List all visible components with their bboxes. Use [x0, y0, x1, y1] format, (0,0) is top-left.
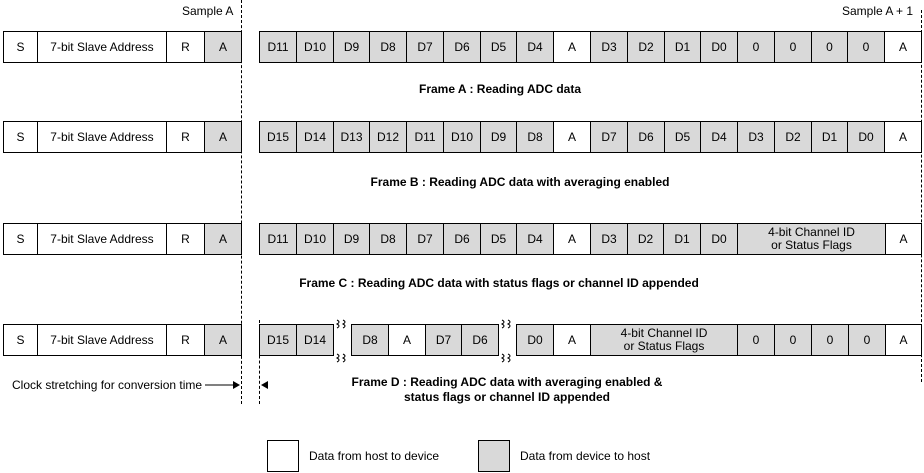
frame-a-field: D7: [406, 31, 444, 63]
break-mark: [500, 353, 505, 363]
left-arrow-head: [261, 381, 268, 389]
frame-d-field: 7-bit Slave Address: [37, 324, 167, 356]
frame-b-field: D5: [664, 121, 701, 153]
frame-a-field: D1: [664, 31, 701, 63]
frame-b-field: D2: [774, 121, 812, 153]
frame-d-field: A: [204, 324, 242, 356]
frame-b-field: D1: [811, 121, 848, 153]
frame-d-field: A: [885, 324, 922, 356]
frame-a-field: D6: [443, 31, 481, 63]
frame-a-field: A: [553, 31, 591, 63]
break-mark: [341, 353, 346, 363]
break-mark: [506, 319, 511, 329]
frame-b-field: D0: [847, 121, 885, 153]
legend-device-label: Data from device to host: [520, 449, 651, 463]
frame-c-field: D5: [480, 223, 517, 255]
frame-b-field: D12: [369, 121, 407, 153]
frame-d-field: 0: [811, 324, 849, 356]
frame-d-field: R: [166, 324, 205, 356]
frame-c-field: 7-bit Slave Address: [37, 223, 167, 255]
frame-b-field: D9: [480, 121, 517, 153]
break-mark: [506, 353, 511, 363]
frame-d-field: 0: [774, 324, 812, 356]
frame-a-field: 0: [811, 31, 848, 63]
frame-c-field: A: [553, 223, 591, 255]
frame-c-field: D4: [516, 223, 554, 255]
frame-b-field: D7: [590, 121, 628, 153]
frame-d-field: D6: [461, 324, 499, 356]
frame-a-field: D8: [369, 31, 407, 63]
frame-a-field: D10: [296, 31, 334, 63]
frame-b-field: A: [204, 121, 242, 153]
data-start-line: [259, 320, 260, 404]
frame-c-caption-text: Frame C : Reading ADC data with status f…: [299, 276, 699, 290]
break-mark: [341, 319, 346, 329]
frame-a-field: D11: [259, 31, 297, 63]
frame-c-field: D0: [700, 223, 738, 255]
frame-c-caption: Frame C : Reading ADC data with status f…: [0, 276, 924, 290]
frame-a-caption-text: Frame A : Reading ADC data: [418, 82, 582, 96]
frame-a-field: D4: [516, 31, 554, 63]
frame-b-field: S: [3, 121, 38, 153]
frame-b-field: D4: [700, 121, 738, 153]
frame-a-caption: Frame A : Reading ADC data: [0, 82, 924, 96]
sample-a-boundary-line: [241, 0, 242, 404]
frame-a-field: D3: [590, 31, 628, 63]
frame-c-field: D10: [296, 223, 334, 255]
frame-c-field: D6: [443, 223, 481, 255]
frame-a-field: A: [204, 31, 242, 63]
legend-host-label: Data from host to device: [309, 449, 440, 463]
frame-a-field: D5: [480, 31, 517, 63]
frame-b-field: D6: [627, 121, 665, 153]
frame-c-field: R: [166, 223, 205, 255]
frame-b-field: D11: [406, 121, 444, 153]
legend-device-swatch: [478, 440, 510, 472]
right-arrow-head: [233, 381, 240, 389]
frame-d-field: 0: [848, 324, 886, 356]
frame-c-field: A: [885, 223, 922, 255]
break-mark: [335, 319, 340, 329]
frame-a-field: R: [166, 31, 205, 63]
frame-a-field: D0: [700, 31, 738, 63]
sample-a-plus-1-label: Sample A + 1: [842, 4, 914, 18]
frame-c-field: D11: [259, 223, 297, 255]
frame-c-field: D9: [333, 223, 370, 255]
frame-a-field: 0: [774, 31, 812, 63]
break-mark: [500, 319, 505, 329]
frame-d-field: D14: [296, 324, 334, 356]
frame-d-caption-line-1: Frame D : Reading ADC data with averagin…: [351, 375, 663, 389]
frame-b-field: D14: [296, 121, 334, 153]
frame-a-field: D9: [333, 31, 370, 63]
frame-a-field: D2: [627, 31, 665, 63]
frame-a-field: A: [884, 31, 922, 63]
frame-b-field: A: [884, 121, 922, 153]
frame-c-field: D7: [406, 223, 444, 255]
break-mark: [335, 353, 340, 363]
frame-d-caption-line-2: status flags or channel ID appended: [403, 390, 611, 404]
frame-d-field: S: [3, 324, 38, 356]
frame-c-field: D1: [663, 223, 701, 255]
frame-c-field: A: [204, 223, 242, 255]
frame-b-caption-text: Frame B : Reading ADC data with averagin…: [370, 175, 670, 189]
legend-host-swatch: [267, 440, 299, 472]
clock-stretch-label: Clock stretching for conversion time: [12, 378, 203, 392]
frame-a-field: S: [3, 31, 38, 63]
sample-a-plus-1-boundary-line: [921, 10, 922, 382]
sample-a-label: Sample A: [182, 4, 234, 18]
frame-b-caption: Frame B : Reading ADC data with averagin…: [0, 175, 924, 189]
frame-d-caption: Frame D : Reading ADC data with averagin…: [0, 375, 924, 405]
frame-d-field: D8: [351, 324, 389, 356]
